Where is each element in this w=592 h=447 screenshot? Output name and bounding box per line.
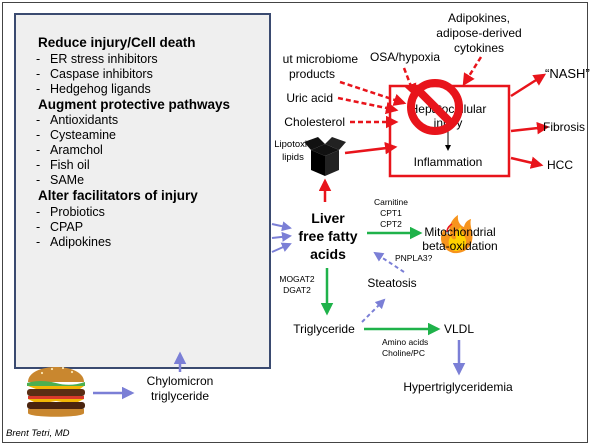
section-heading-reduce-injury: Reduce injury/Cell death [38,35,196,50]
amino-acids-label: Amino acids [382,337,428,347]
adipokines-label-line1: Adipokines, [448,11,510,25]
hcc-label: HCC [547,158,573,172]
adipokines-label-line3: cytokines [454,41,504,55]
list-item: Antioxidants [36,113,230,128]
therapy-panel: Reduce injury/Cell death ER stress inhib… [14,13,271,369]
tg-to-steatosis-arrow [361,298,386,323]
panel-to-ffa-arrows [271,221,292,253]
liver-ffa-line3: acids [310,246,346,262]
vldl-label: VLDL [444,322,474,336]
mito-label-line2: beta-oxidation [422,239,497,253]
triglyceride-label: Triglyceride [293,322,355,336]
nash-arrow [510,73,547,98]
list-item: ER stress inhibitors [36,52,230,67]
cpt2-label: CPT2 [380,219,402,229]
lipotoxic-label-line2: lipids [282,152,304,163]
fibrosis-label: Fibrosis [543,120,585,134]
osa-arrow [402,67,417,97]
adipokines-arrow [462,56,483,87]
cholesterol-label: Cholesterol [284,115,345,129]
section-heading-augment-protective: Augment protective pathways [38,96,231,112]
chylomicron-label-line2: triglyceride [151,389,209,403]
choline-label: Choline/PC [382,348,425,358]
list-item: Hedgehog ligands [36,82,230,97]
list-item: Caspase inhibitors [36,67,230,82]
fibrosis-arrow [510,121,550,135]
fire-icon [441,215,473,254]
uric-acid-label: Uric acid [286,91,333,105]
mito-label-line1: Mitochondrial [424,225,495,239]
list-item: Cysteamine [36,128,230,143]
author-credit: Brent Tetri, MD [6,428,70,439]
microbiome-arrow [339,80,407,106]
list-item: Adipokines [36,235,230,250]
dgat2-label: DGAT2 [283,285,311,295]
liver-ffa-line1: Liver [311,210,345,226]
lipotoxic-arrow [344,141,398,155]
outcome-arrows [510,73,550,169]
chylomicron-label-line1: Chylomicron [147,374,214,388]
list-item: Fish oil [36,158,230,173]
injury-label-line1: Hepatocellular [410,102,487,116]
lipotoxic-label-line1: Lipotoxic [274,139,312,150]
open-box-icon [304,137,346,176]
section-heading-alter-facilitators: Alter facilitators of injury [38,188,198,203]
pnpla3-label: PNPLA3? [395,253,433,263]
steatosis-to-ffa-arrow [373,251,405,273]
inflammation-label: Inflammation [414,155,483,169]
nash-label: “NASH” [545,66,590,81]
steatosis-label: Steatosis [367,276,416,290]
uric-acid-arrow [337,96,399,115]
list-item: SAMe [36,173,230,188]
list-item: Aramchol [36,143,230,158]
hypertriglyceridemia-label: Hypertriglyceridemia [403,380,513,394]
prohibition-icon [407,79,463,135]
osa-hypoxia-label: OSA/hypoxia [370,50,440,64]
adipokines-label-line2: adipose-derived [436,26,521,40]
liver-ffa-line2: free fatty [298,228,357,244]
list-item: CPAP [36,220,230,235]
microbiome-label-line1: ut microbiome [283,52,359,66]
hcc-arrow [510,156,544,169]
list-item: Probiotics [36,205,230,220]
slide-frame [2,2,588,443]
carnitine-label: Carnitine [374,197,408,207]
therapy-list: Reduce injury/Cell death ER stress inhib… [36,35,230,250]
microbiome-label-line2: products [289,67,335,81]
input-arrows [318,56,483,202]
burger-icon [27,366,85,417]
mogat2-label: MOGAT2 [279,274,315,284]
cpt1-label: CPT1 [380,208,402,218]
